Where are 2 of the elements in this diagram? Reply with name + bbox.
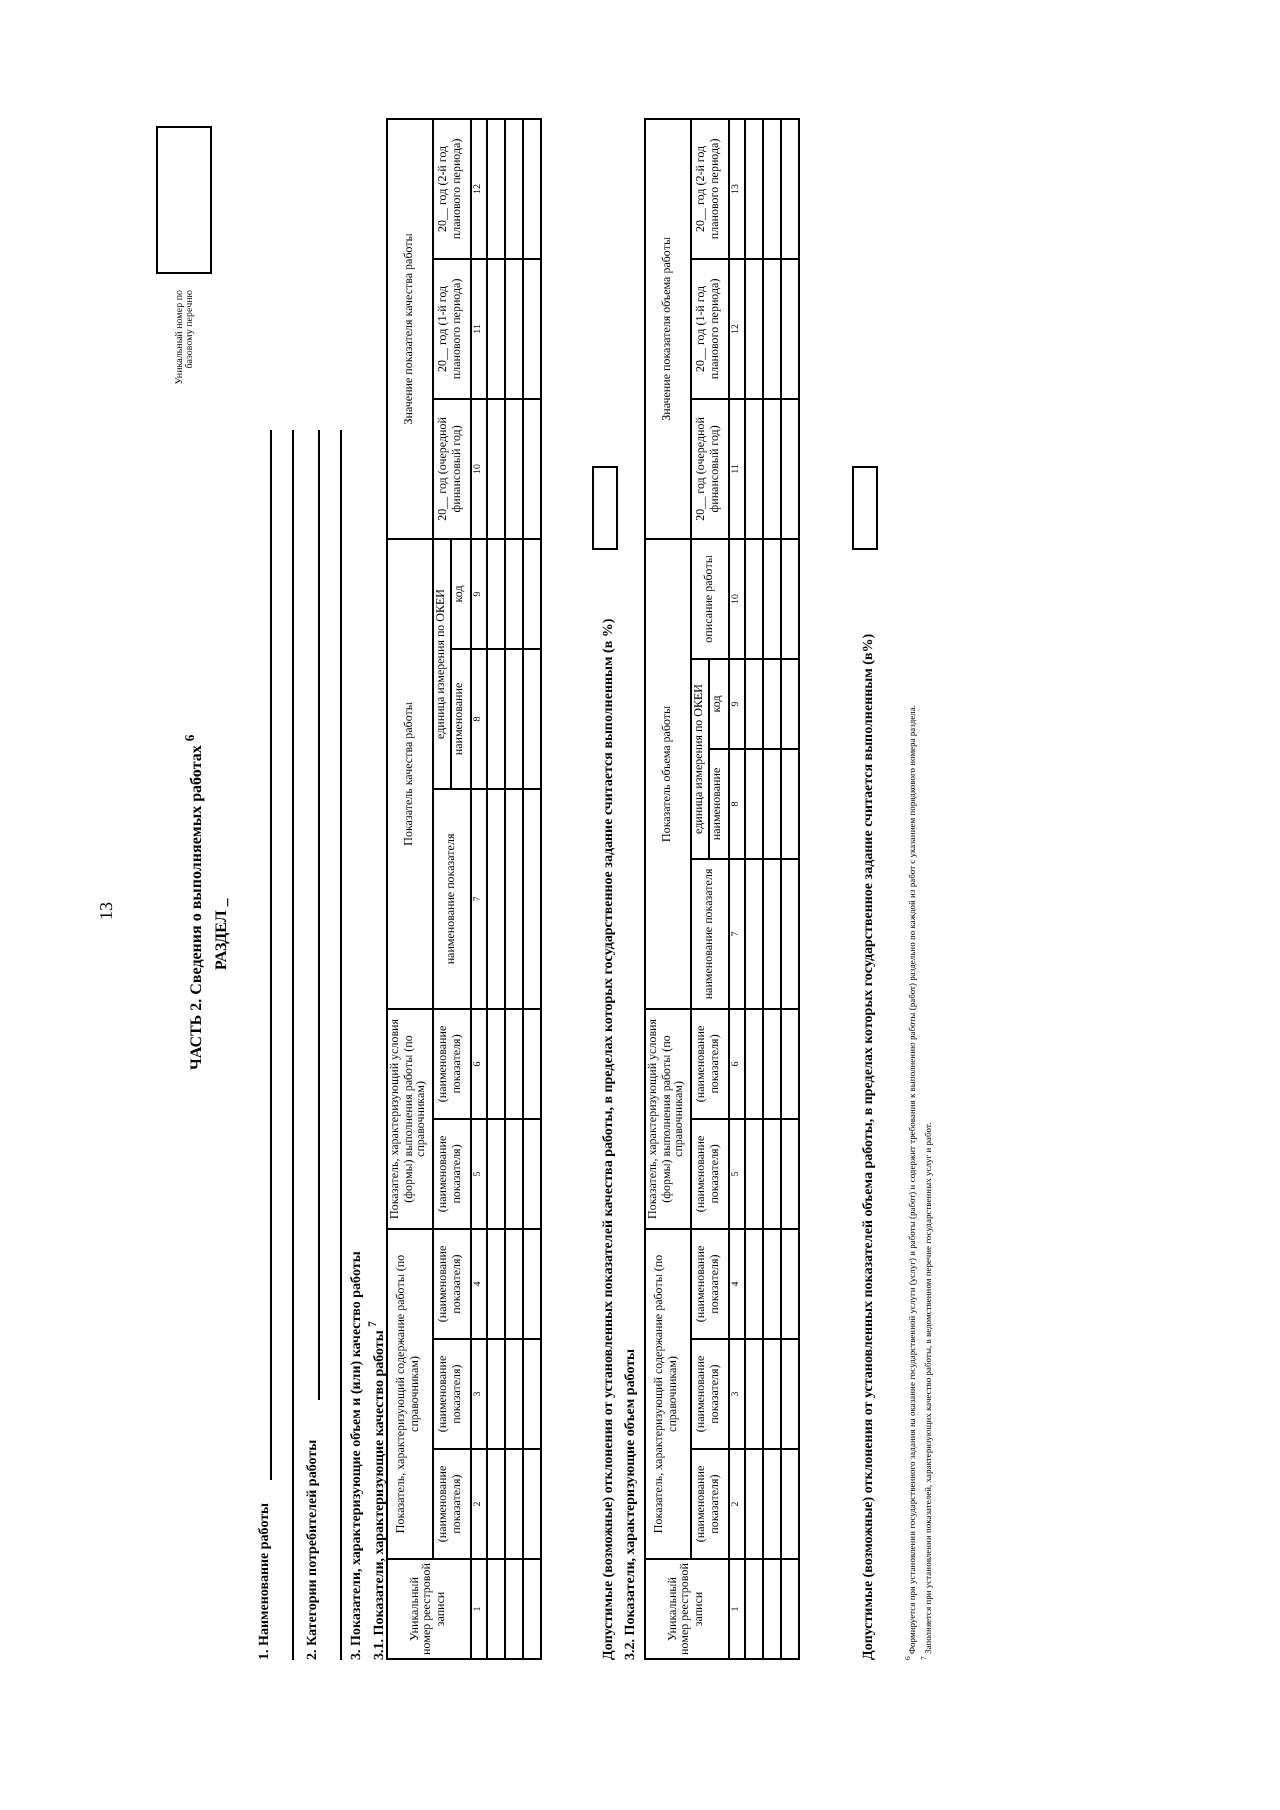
page-number: 13 [96,902,116,920]
section-heading: РАЗДЕЛ _ [212,898,230,970]
